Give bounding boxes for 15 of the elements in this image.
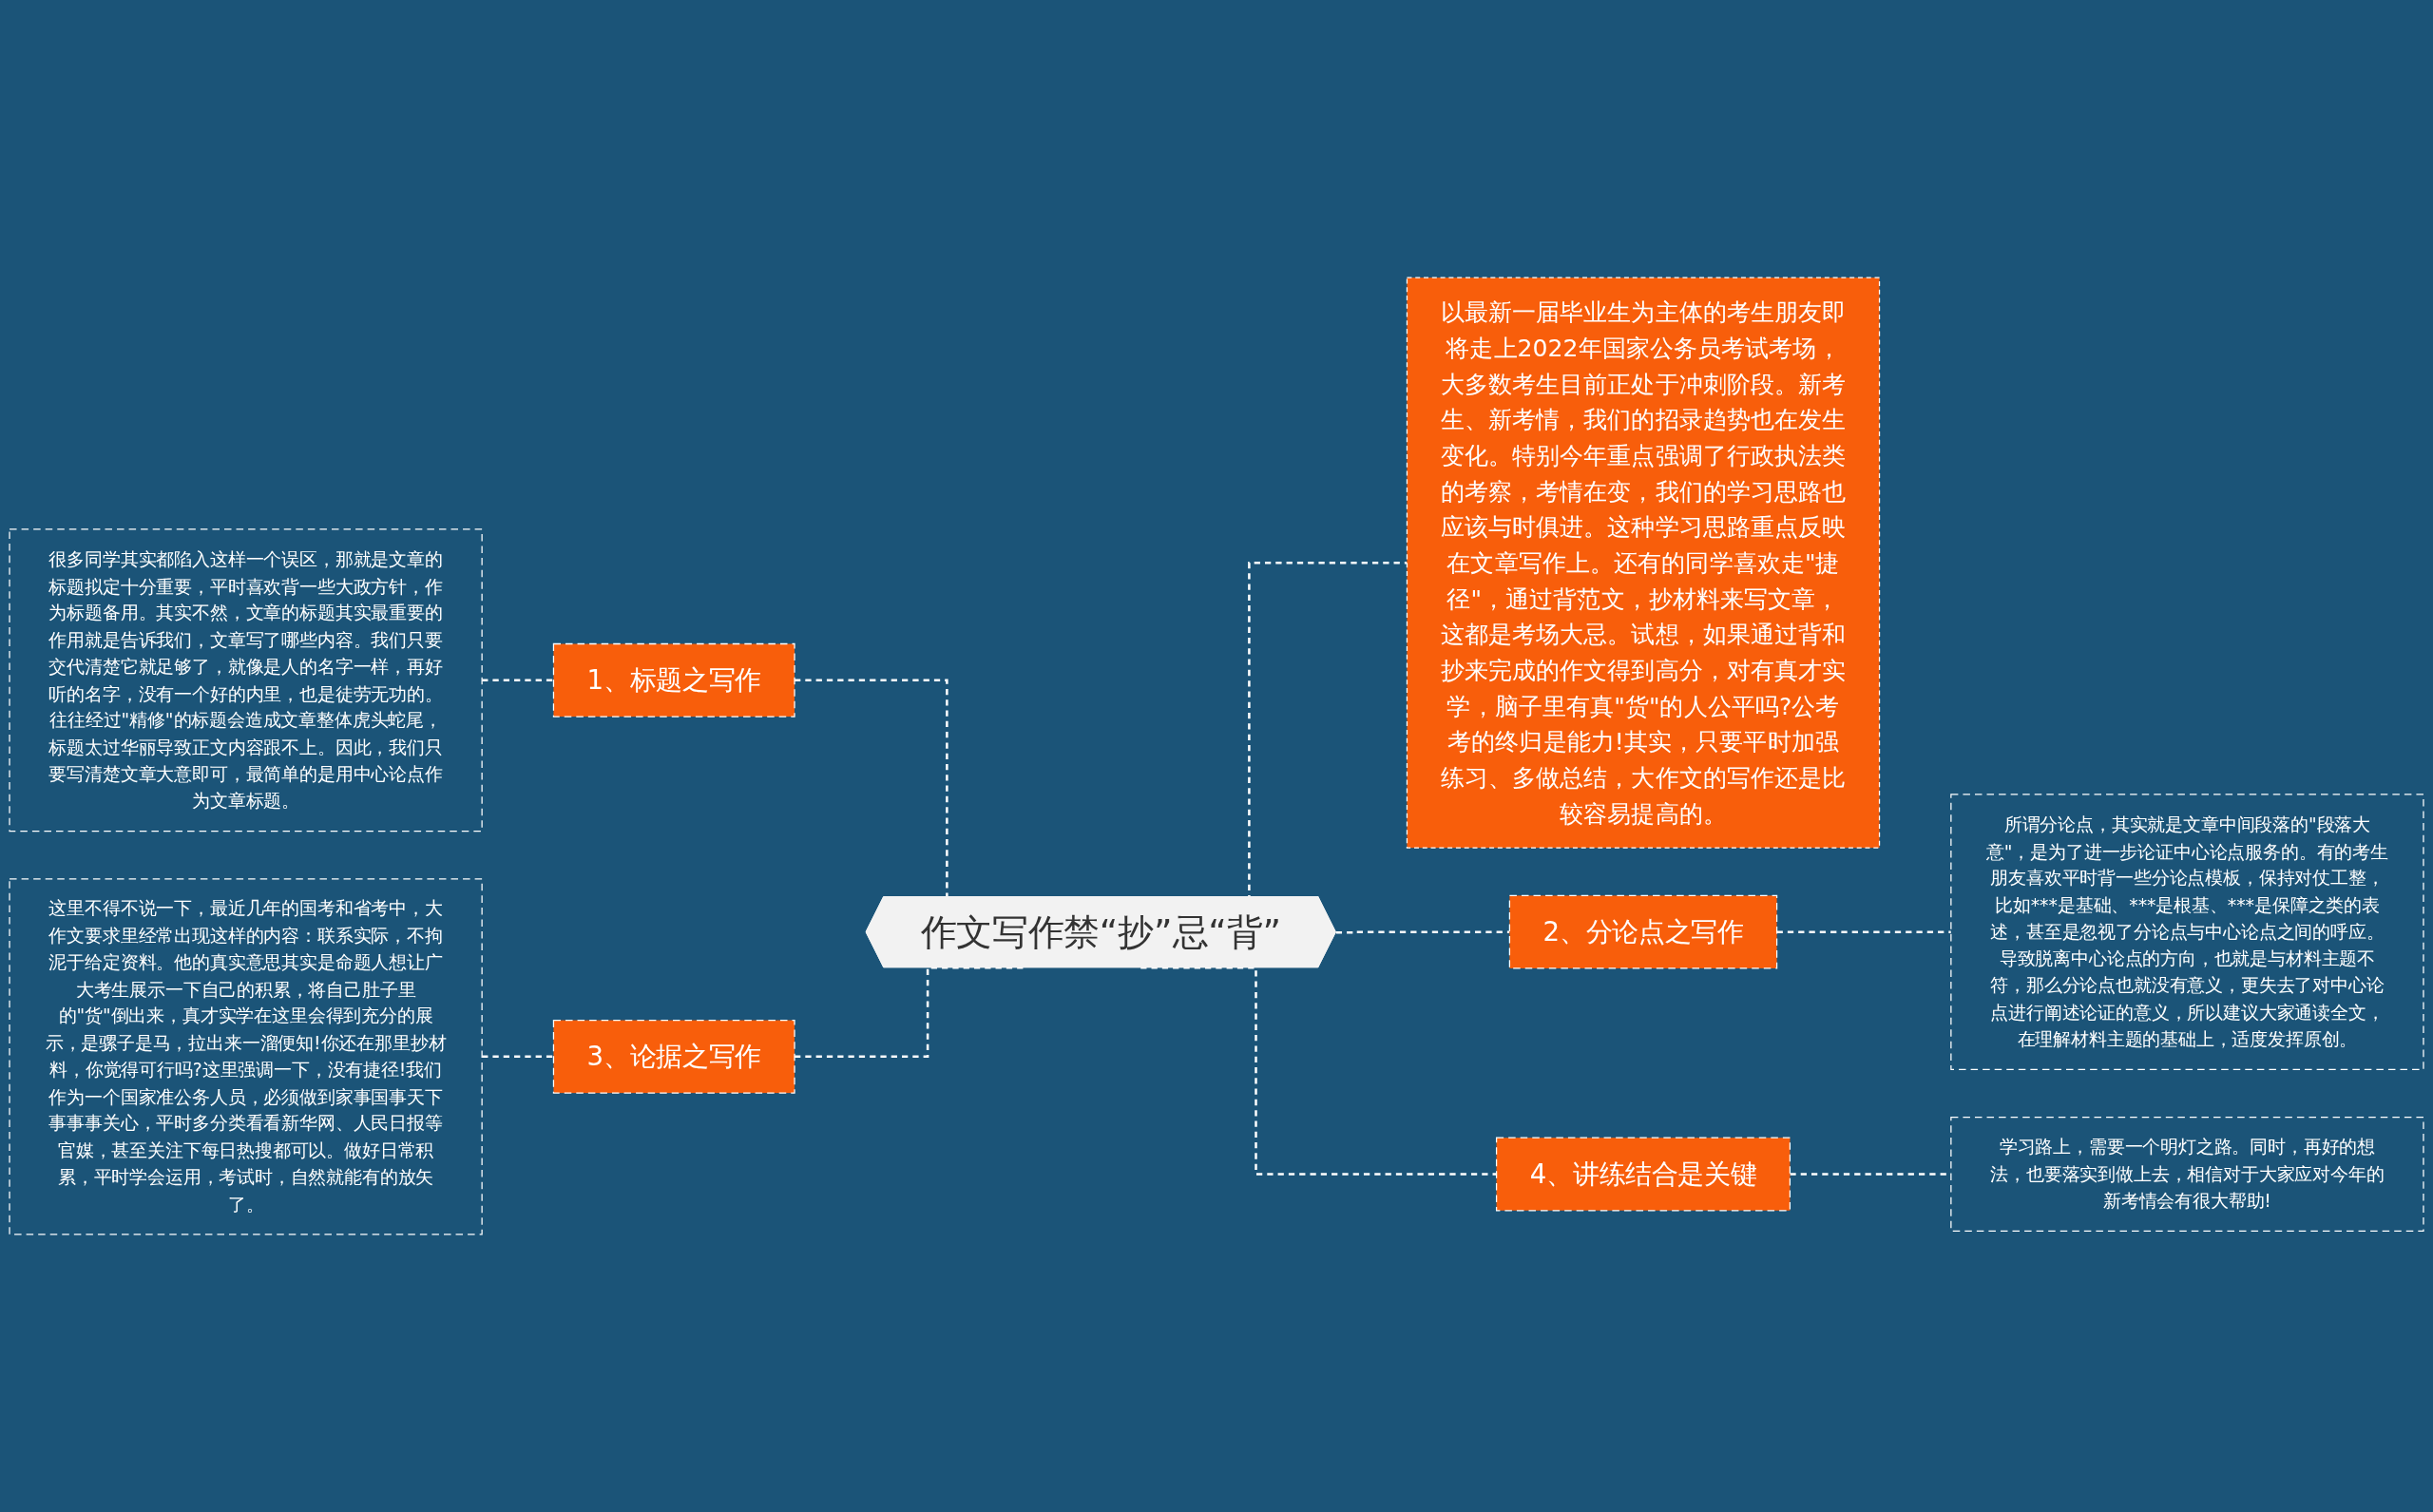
connector <box>1140 967 1497 1176</box>
node-box: 2、分论点之写作 <box>1508 894 1778 969</box>
connector <box>795 967 1025 1059</box>
connector <box>482 1055 554 1059</box>
node-box: 很多同学其实都陷入这样一个误区，那就是文章的标题拟定十分重要，平时喜欢背一些大政方针，作为标题备用。其实不然，文章的标题其实最重要的作用就是告诉我们，文章写了哪些内容。我们只要交代清楚它就足够了，就像是人的名字一样，再好听的名字，没有一个好的内里，也是徒劳无功的。往往经过"精修"的标题会造成文章整体虎头蛇尾，标题太过华丽导致正文内容跟不上。因此，我们只要写清楚文章大意即可，最简单的是用中心论点作为文章标题。 <box>9 528 483 833</box>
connector <box>482 679 554 682</box>
connector <box>1776 930 1951 933</box>
node-box: 学习路上，需要一个明灯之路。同时，再好的想法，也要落实到做上去，相信对于大家应对今年的新考情会有很大帮助! <box>1950 1116 2424 1233</box>
node-box: 4、讲练结合是关键 <box>1495 1137 1791 1212</box>
node-box: 3、论据之写作 <box>552 1019 795 1094</box>
connector <box>1335 930 1510 934</box>
node-box: 所谓分论点，其实就是文章中间段落的"段落大意"，是为了进一步论证中心论点服务的。有的考生朋友喜欢平时背一些分论点模板，保持对仗工整，比如***是基础、***是根基、***是保障之类的表述，甚至是忽视了分论点与中心论点之间的呼应。导致脱离中心论点的方向，也就是与材料主题不符，那么分论点也就没有意义，更失去了对中心论点进行阐述论证的意义，所以建议大家通读全文，在理解材料主题的基础上，适度发挥原创。 <box>1950 794 2424 1070</box>
node-box: 这里不得不说一下，最近几年的国考和省考中，大作文要求里经常出现这样的内容：联系实际，不拘泥于给定资料。他的真实意思其实是命题人想让广大考生展示一下自己的积累，将自己肚子里的"货"倒出来，真才实学在这里会得到充分的展示，是骡子是马，拉出来一溜便知!你还在那里抄材料，你觉得可行吗?这里强调一下，没有捷径!我们作为一个国家准公务人员，必须做到家事国事天下事事事关心，平时多分类看看新华网、人民日报等官媒，甚至关注下每日热搜都可以。做好日常积累，平时学会运用，考试时，自然就能有的放矢了。 <box>9 878 483 1235</box>
node-box: 1、标题之写作 <box>552 642 795 718</box>
node-box: 以最新一届毕业生为主体的考生朋友即将走上2022年国家公务员考试考场，大多数考生目前正处于冲刺阶段。新考生、新考情，我们的招录趋势也在发生变化。特别今年重点强调了行政执法类的考察，考情在变，我们的学习思路也应该与时俱进。这种学习思路重点反映在文章写作上。还有的同学喜欢走"捷径"，通过背范文，抄材料来写文章，这都是考场大忌。试想，如果通过背和抄来完成的作文得到高分，对有真才实学，脑子里有真"货"的人公平吗?公考考的终归是能力!其实，只要平时加强练习、多做总结，大作文的写作还是比较容易提高的。 <box>1406 277 1881 849</box>
